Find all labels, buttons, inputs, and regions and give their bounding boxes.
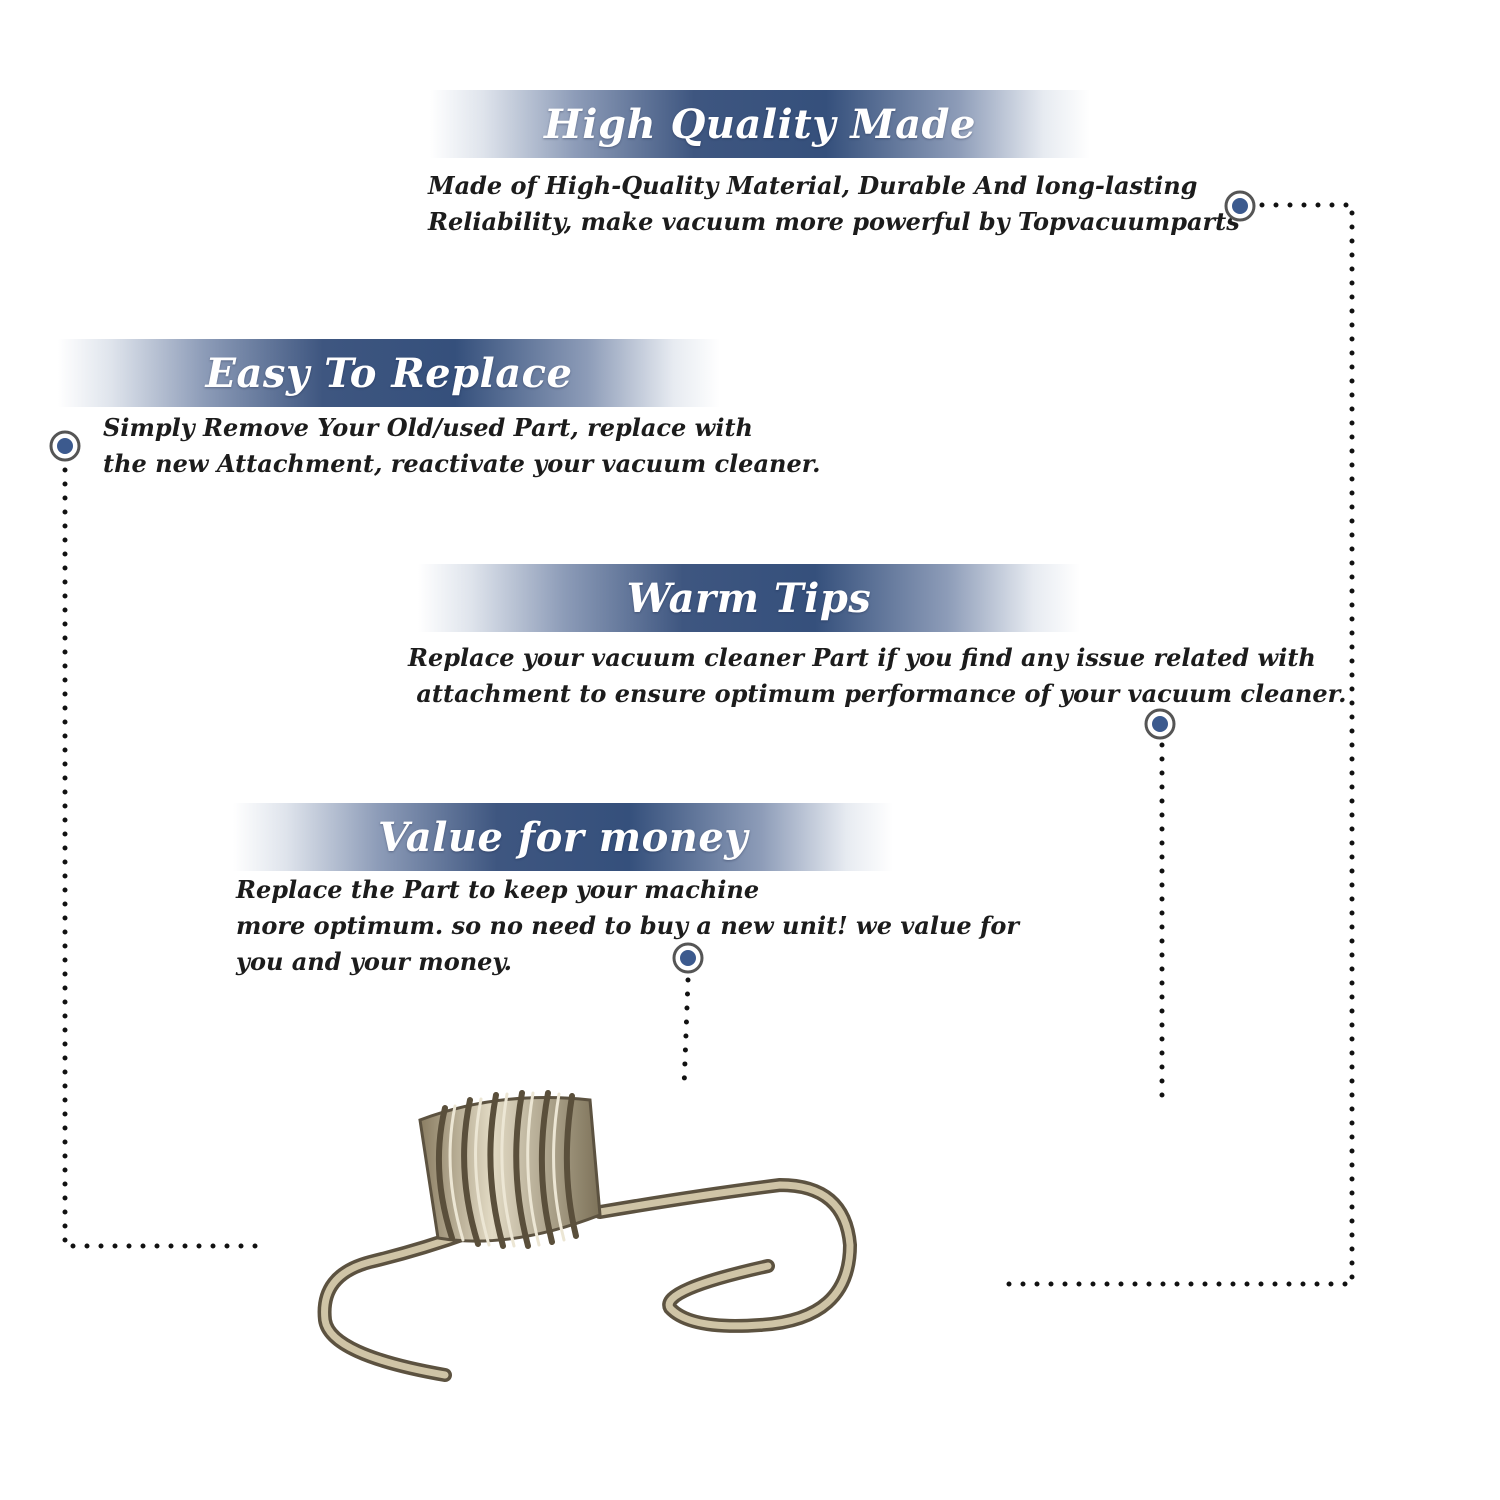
- description-line: Simply Remove Your Old/used Part, replac…: [103, 413, 753, 442]
- connector-high-quality: [997, 202, 1355, 1287]
- marker-dot-icon: [672, 942, 704, 974]
- connector-value-for-money: [681, 977, 691, 1091]
- feature-title: High Quality Made: [544, 100, 976, 148]
- feature-title: Easy To Replace: [205, 349, 573, 397]
- feature-title: Warm Tips: [626, 574, 872, 622]
- connector-easy-to-replace: [62, 467, 263, 1249]
- description-line: you and your money.: [236, 947, 512, 976]
- dotted-connectors: [62, 202, 1355, 1287]
- description-line: Replace the Part to keep your machine: [236, 875, 760, 904]
- feature-title: Value for money: [377, 813, 749, 861]
- description-line: attachment to ensure optimum performance…: [408, 679, 1347, 708]
- marker-dot-icon: [1144, 708, 1176, 740]
- description-line: Reliability, make vacuum more powerful b…: [428, 207, 1240, 236]
- description-line: more optimum. so no need to buy a new un…: [236, 911, 1019, 940]
- description-line: the new Attachment, reactivate your vacu…: [103, 449, 821, 478]
- marker-dot-icon: [49, 430, 81, 462]
- banner-easy-to-replace: Easy To Replace: [58, 339, 720, 407]
- spring-hook-image: [317, 1090, 858, 1382]
- banner-value-for-money: Value for money: [233, 803, 893, 871]
- description-line: Replace your vacuum cleaner Part if you …: [408, 643, 1316, 672]
- banner-warm-tips: Warm Tips: [418, 564, 1080, 632]
- description-line: Made of High-Quality Material, Durable A…: [428, 171, 1198, 200]
- banner-high-quality: High Quality Made: [430, 90, 1090, 158]
- marker-dot-icon: [1224, 190, 1256, 222]
- feature-description-value-for-money: Replace the Part to keep your machine mo…: [236, 872, 1019, 980]
- feature-description-high-quality: Made of High-Quality Material, Durable A…: [428, 168, 1240, 240]
- feature-description-easy-to-replace: Simply Remove Your Old/used Part, replac…: [103, 410, 821, 482]
- feature-description-warm-tips: Replace your vacuum cleaner Part if you …: [408, 640, 1346, 712]
